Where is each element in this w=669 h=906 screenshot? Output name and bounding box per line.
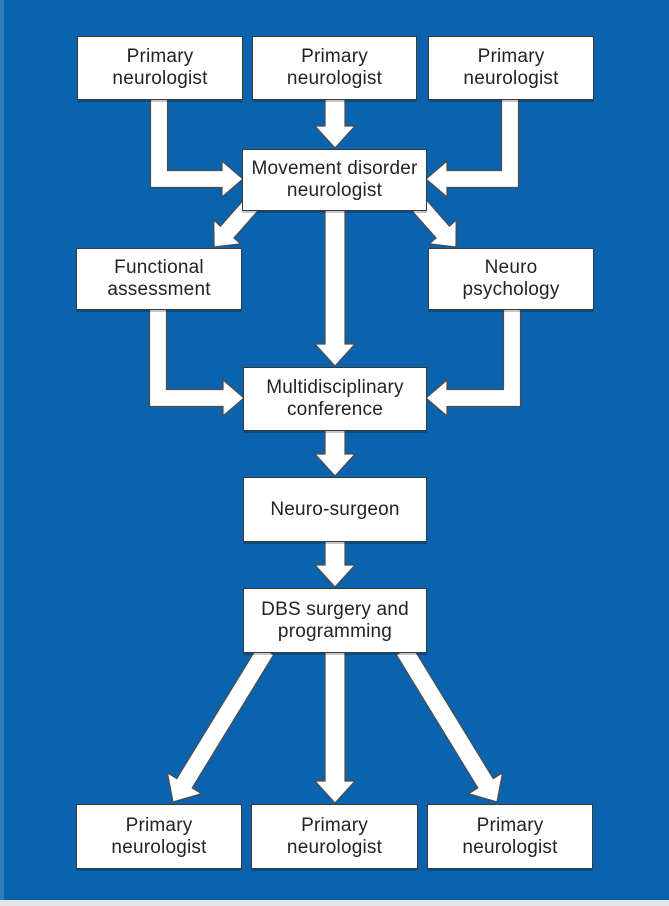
node-primary-neurologist-bottom-right: Primary neurologist <box>427 804 593 869</box>
flow-arrow <box>313 540 357 588</box>
bottom-edge-strip <box>0 900 669 906</box>
flow-arrow <box>313 650 357 804</box>
node-primary-neurologist-top-left: Primary neurologist <box>77 36 243 100</box>
flow-arrow <box>425 97 520 199</box>
flow-arrow <box>148 307 245 418</box>
node-dbs-surgery-and-programming: DBS surgery and programming <box>243 588 427 653</box>
node-primary-neurologist-top-right: Primary neurologist <box>428 36 594 100</box>
flow-arrow <box>149 97 244 199</box>
node-primary-neurologist-bottom-left: Primary neurologist <box>76 804 242 869</box>
node-primary-neurologist-bottom-center: Primary neurologist <box>251 804 418 869</box>
flow-arrow <box>425 307 522 418</box>
node-functional-assessment: Functional assessment <box>76 248 242 310</box>
node-movement-disorder-neurologist: Movement disorder neurologist <box>242 149 427 211</box>
left-edge-highlight <box>0 0 4 906</box>
node-multidisciplinary-conference: Multidisciplinary conference <box>243 367 427 431</box>
flow-arrow <box>166 644 275 803</box>
node-neuro-psychology: Neuro psychology <box>428 248 594 310</box>
flow-arrow <box>313 208 357 367</box>
flow-arrow <box>313 428 357 477</box>
node-primary-neurologist-top-center: Primary neurologist <box>252 36 417 100</box>
flow-arrow <box>313 97 357 149</box>
flow-arrow <box>395 644 504 803</box>
node-neuro-surgeon: Neuro-surgeon <box>243 477 427 542</box>
